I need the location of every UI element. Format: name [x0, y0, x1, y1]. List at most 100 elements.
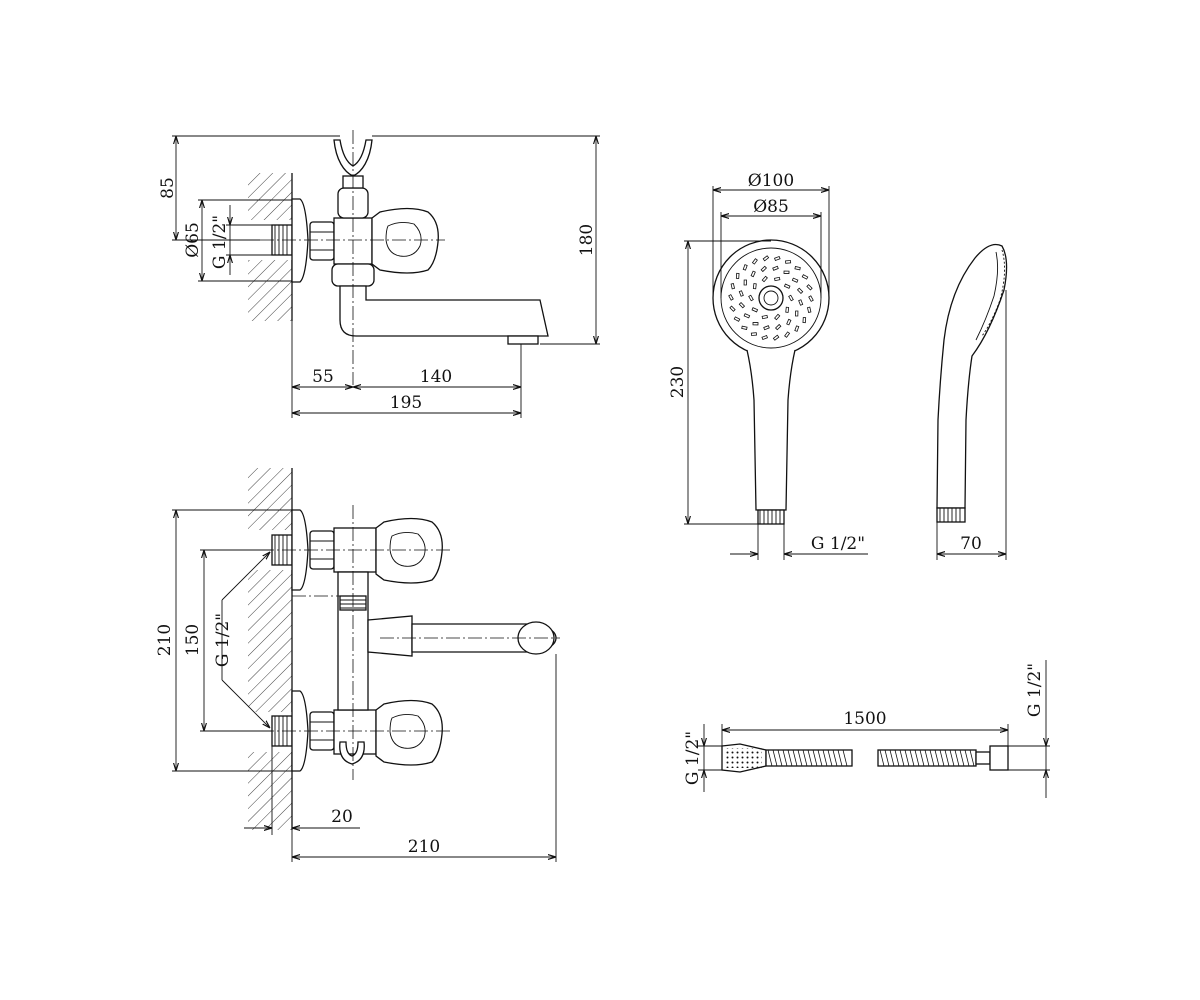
- nozzle: [741, 325, 748, 330]
- hose-coil: [822, 749, 828, 767]
- mixer-front-view: [248, 468, 560, 830]
- nozzle: [791, 277, 799, 283]
- hose-coil: [837, 749, 843, 767]
- hose-coil: [894, 749, 900, 767]
- nozzle: [733, 316, 741, 322]
- nozzle: [751, 258, 758, 265]
- nozzle: [785, 260, 792, 264]
- dim-diameter-85: Ø85: [753, 197, 789, 217]
- dim-230: 230: [668, 366, 688, 398]
- nozzle: [750, 270, 756, 278]
- nozzle: [752, 322, 759, 326]
- hose-coil: [832, 749, 838, 767]
- hose-coil: [934, 749, 940, 767]
- hose-coil: [884, 749, 890, 767]
- dim-diameter-100: Ø100: [748, 171, 794, 191]
- hose-end-mesh: [724, 748, 762, 768]
- nozzle: [774, 276, 781, 282]
- dim-150: 150: [183, 624, 203, 656]
- hand-shower-front: [712, 239, 830, 525]
- nozzle: [748, 294, 754, 302]
- nozzle: [743, 279, 747, 286]
- nozzle: [751, 307, 759, 313]
- hose-coil: [969, 749, 975, 767]
- hose-coils-left: [767, 749, 848, 767]
- nozzle: [760, 265, 767, 273]
- nozzle: [729, 305, 736, 312]
- nozzle: [808, 295, 814, 302]
- nozzle: [742, 264, 748, 271]
- dim-195: 195: [390, 393, 422, 413]
- front-view-dimensions: 210 150 G 1/2" 20 210: [155, 509, 557, 862]
- top-view-dimensions: 85 Ø65 G 1/2" 180 55 140 195: [158, 135, 600, 418]
- wall-hatch-front: [248, 468, 292, 830]
- hose-coil: [914, 749, 920, 767]
- hose-coil: [949, 749, 955, 767]
- hose-coil: [772, 749, 778, 767]
- hose-coils-right: [879, 749, 975, 767]
- nozzle: [761, 314, 768, 320]
- nozzle: [796, 287, 804, 294]
- nozzle: [775, 323, 782, 331]
- nozzle: [806, 306, 812, 313]
- dim-1500: 1500: [843, 709, 886, 729]
- hose-coil: [777, 749, 783, 767]
- nozzle: [772, 265, 779, 271]
- nozzle: [735, 272, 740, 279]
- dim-diameter-65: Ø65: [183, 222, 203, 258]
- spray-nozzles: [728, 255, 814, 341]
- dim-70: 70: [960, 534, 982, 554]
- hose-coil: [879, 749, 885, 767]
- nozzle: [784, 331, 791, 338]
- hose-coil: [959, 749, 965, 767]
- dim-210-vertical: 210: [155, 624, 175, 656]
- hose-coil: [889, 749, 895, 767]
- hand-shower-side: [936, 243, 1008, 523]
- hose-coil: [939, 749, 945, 767]
- hose-coil: [807, 749, 813, 767]
- hose-coil: [787, 749, 793, 767]
- dim-55: 55: [312, 367, 334, 387]
- nozzle: [728, 294, 734, 301]
- dim-20: 20: [331, 807, 353, 827]
- dim-thread-hose-right: G 1/2": [1025, 663, 1045, 717]
- hose-coil: [802, 749, 808, 767]
- nozzle: [750, 332, 757, 336]
- hose-coil: [827, 749, 833, 767]
- hose-coil: [792, 749, 798, 767]
- hose-coil: [767, 749, 773, 767]
- hose-coil: [944, 749, 950, 767]
- nozzle: [738, 302, 746, 309]
- mixer-side-view: [248, 130, 549, 385]
- nozzle: [795, 310, 799, 317]
- dim-thread-top: G 1/2": [210, 215, 230, 269]
- hand-shower-dimensions: Ø100 Ø85 230 G 1/2": [668, 171, 868, 560]
- hose-coil: [954, 749, 960, 767]
- dim-thread-front: G 1/2": [213, 613, 233, 667]
- hand-shower-side-dimensions: 70: [936, 290, 1007, 560]
- dim-140: 140: [420, 367, 452, 387]
- nozzle: [786, 318, 792, 326]
- hose-coil: [909, 749, 915, 767]
- nozzle: [730, 283, 736, 290]
- hose-coil: [899, 749, 905, 767]
- hose-coil: [782, 749, 788, 767]
- nozzle: [763, 325, 770, 331]
- nozzle: [798, 299, 804, 306]
- nozzle: [743, 313, 751, 319]
- nozzle: [785, 306, 790, 313]
- hose-dimensions: 1500 G 1/2" G 1/2": [683, 660, 1050, 798]
- nozzle: [774, 313, 781, 321]
- nozzle: [801, 274, 809, 280]
- dim-thread-hose-left: G 1/2": [683, 731, 703, 785]
- nozzle: [802, 317, 807, 324]
- nozzle: [738, 290, 744, 297]
- nozzle: [761, 334, 768, 341]
- hose-coil: [924, 749, 930, 767]
- nozzle: [772, 334, 780, 341]
- nozzle: [794, 325, 800, 332]
- hose-coil: [919, 749, 925, 767]
- nozzle: [794, 266, 801, 271]
- nozzle: [806, 284, 813, 291]
